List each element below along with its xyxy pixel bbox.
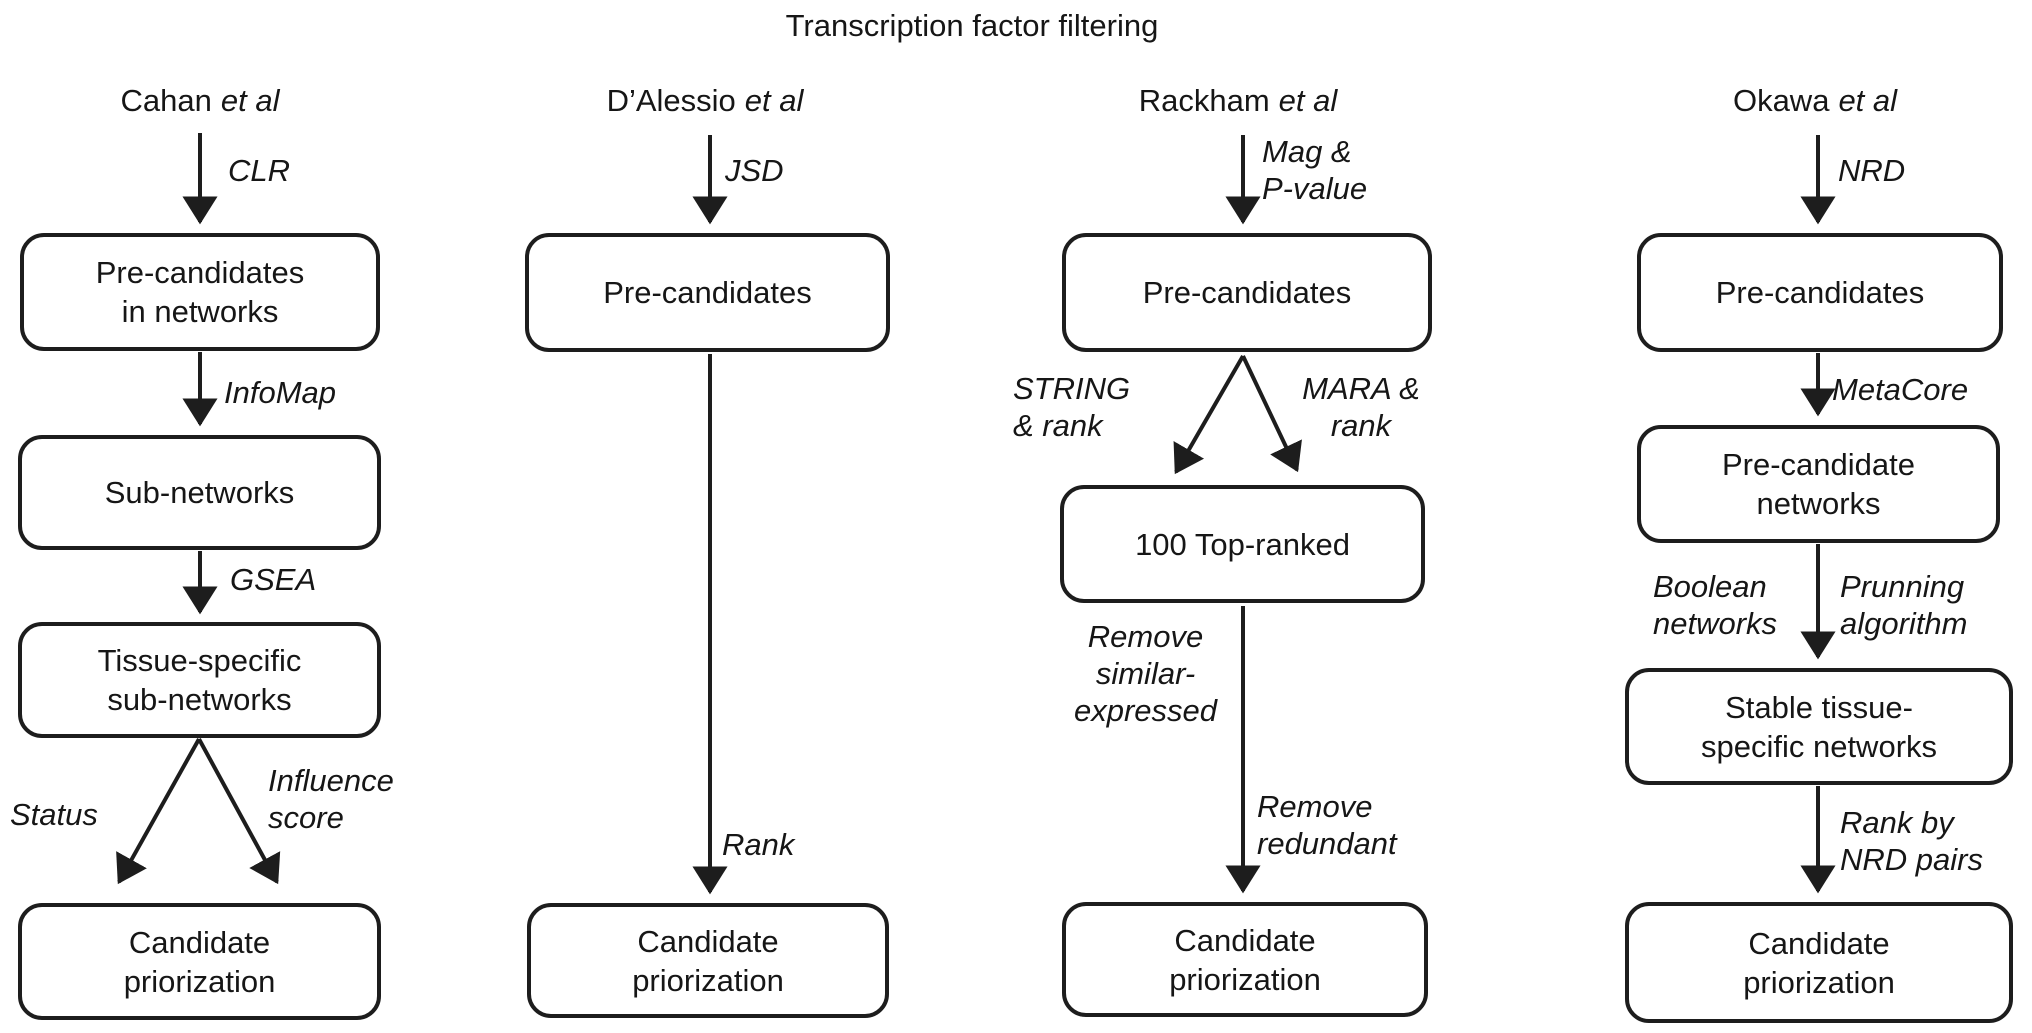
box-okawa-precandidate-networks: Pre-candidate networks — [1637, 425, 2000, 543]
label-rackham-remove-redundant: Remove redundant — [1257, 788, 1397, 862]
label-line: NRD pairs — [1840, 842, 1983, 877]
box-line: priorization — [1743, 964, 1895, 1000]
box-cahan-subnetworks: Sub-networks — [18, 435, 381, 550]
etal: et al — [744, 83, 804, 118]
diagram-title: Transcription factor filtering — [785, 8, 1159, 43]
label-line: expressed — [1073, 693, 1218, 728]
box-line: 100 Top-ranked — [1135, 526, 1350, 562]
box-okawa-precandidates: Pre-candidates — [1637, 233, 2003, 352]
etal: et al — [220, 83, 280, 118]
label-line: Prunning — [1840, 569, 1965, 604]
label-dalessio-jsd: JSD — [725, 153, 784, 188]
arrow-rackham-mara — [1241, 355, 1302, 473]
label-cahan-status: Status — [10, 797, 98, 832]
box-line: Pre-candidates — [95, 255, 305, 290]
box-okawa-candidate-priorization: Candidate priorization — [1625, 902, 2013, 1023]
author-name: Rackham — [1138, 83, 1270, 118]
box-okawa-stable-networks: Stable tissue- specific networks — [1625, 668, 2013, 785]
box-line: Tissue-specific — [97, 643, 302, 678]
label-okawa-rank-by-nrd: Rank by NRD pairs — [1840, 804, 1983, 878]
box-rackham-candidate-priorization: Candidate priorization — [1062, 902, 1428, 1017]
box-line: Pre-candidates — [1715, 275, 1925, 310]
label-cahan-gsea: GSEA — [230, 562, 317, 597]
box-dalessio-candidate-priorization: Candidate priorization — [527, 903, 889, 1018]
box-line: Candidate — [637, 923, 779, 959]
label-line: Remove — [1087, 619, 1204, 654]
label-line: algorithm — [1840, 606, 1968, 641]
label-okawa-boolean-networks: Boolean networks — [1653, 568, 1777, 642]
label-cahan-influence-score: Influence score — [268, 762, 394, 836]
box-rackham-top-ranked: 100 Top-ranked — [1060, 485, 1425, 603]
etal: et al — [1838, 83, 1898, 118]
label-line: score — [268, 800, 344, 835]
label-okawa-prunning-algorithm: Prunning algorithm — [1840, 568, 1968, 642]
arrow-cahan-influence — [197, 738, 281, 885]
box-line: networks — [1756, 486, 1881, 521]
label-cahan-clr: CLR — [228, 153, 291, 188]
box-rackham-precandidates: Pre-candidates — [1062, 233, 1432, 352]
label-okawa-nrd: NRD — [1838, 153, 1906, 188]
label-okawa-metacore: MetaCore — [1832, 372, 1969, 407]
label-line: networks — [1653, 606, 1778, 641]
author-name: Cahan — [120, 83, 212, 118]
box-dalessio-precandidates: Pre-candidates — [525, 233, 890, 352]
label-line: Influence — [268, 763, 394, 798]
label-cahan-infomap: InfoMap — [224, 375, 337, 410]
box-line: priorization — [1169, 961, 1321, 997]
label-line: Remove — [1257, 789, 1373, 824]
box-line: priorization — [632, 962, 784, 998]
label-line: rank — [1330, 408, 1392, 443]
label-line: Mag & — [1262, 134, 1352, 169]
label-line: Rank by — [1840, 805, 1954, 840]
box-cahan-tissue-specific: Tissue-specific sub-networks — [18, 622, 381, 738]
label-rackham-mag-pvalue: Mag & P-value — [1262, 133, 1367, 207]
label-rackham-mara-rank: MARA & rank — [1295, 370, 1427, 444]
box-line: in networks — [121, 294, 279, 329]
box-line: Pre-candidates — [603, 275, 812, 310]
box-line: sub-networks — [107, 682, 292, 717]
box-line: Candidate — [128, 924, 271, 960]
label-line: STRING — [1013, 371, 1131, 406]
box-line: specific networks — [1700, 728, 1938, 764]
box-cahan-precandidates: Pre-candidates in networks — [20, 233, 380, 351]
label-rackham-string-rank: STRING & rank — [1013, 370, 1130, 444]
arrow-rackham-string — [1173, 354, 1245, 475]
label-line: & rank — [1013, 408, 1103, 443]
box-line: priorization — [123, 963, 276, 999]
label-line: P-value — [1262, 171, 1368, 206]
etal: et al — [1278, 83, 1338, 118]
label-rackham-remove-similar: Remove similar- expressed — [1063, 618, 1228, 729]
label-dalessio-rank: Rank — [722, 827, 795, 862]
label-line: MARA & — [1302, 371, 1420, 406]
author-name: D’Alessio — [606, 83, 736, 118]
arrow-cahan-status — [116, 738, 201, 885]
box-line: Sub-networks — [104, 475, 295, 510]
box-line: Stable tissue- — [1725, 689, 1913, 725]
box-line: Pre-candidates — [1142, 275, 1352, 310]
author-name: Okawa — [1732, 83, 1830, 118]
box-line: Pre-candidate — [1721, 447, 1915, 482]
label-line: redundant — [1257, 826, 1397, 861]
box-line: Candidate — [1748, 925, 1890, 961]
box-cahan-candidate-priorization: Candidate priorization — [18, 903, 381, 1020]
label-line: similar- — [1095, 656, 1196, 691]
label-line: Boolean — [1653, 569, 1767, 604]
box-line: Candidate — [1174, 922, 1316, 958]
